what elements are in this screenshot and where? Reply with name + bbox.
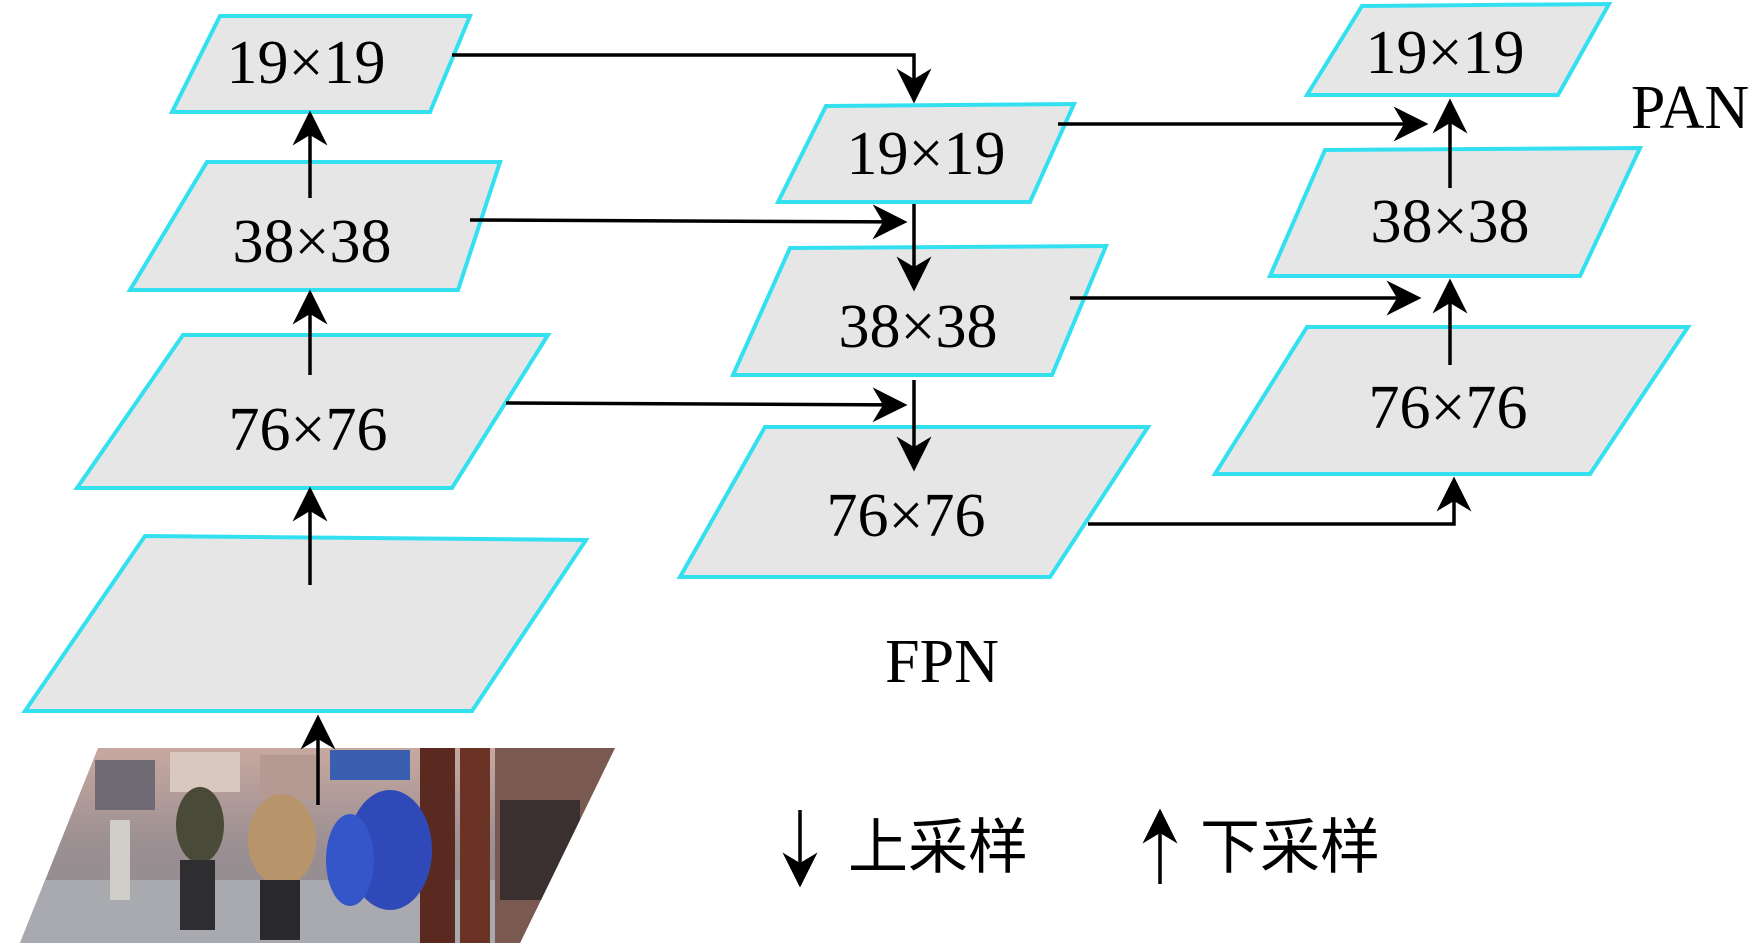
backbone-box-38 [126,160,503,292]
backbone-column: 19×19 38×38 76×76 [21,14,590,805]
fpn-title: FPN [885,628,999,696]
backbone-label-76: 76×76 [229,396,388,464]
connector-arrow [1088,476,1472,526]
pan-box-76 [1211,325,1692,476]
fpn-label-19: 19×19 [847,120,1006,188]
input-image [20,748,615,943]
pan-label-38: 38×38 [1371,188,1530,256]
lateral-connections [452,53,1472,526]
pan-label-19: 19×19 [1366,19,1525,87]
fpn-box-76 [676,425,1152,579]
connector-arrow [469,204,908,240]
backbone-label-19: 19×19 [227,29,386,97]
legend: 上采样 下采样 [782,808,1380,888]
pan-title: PAN [1631,74,1749,142]
fpn-column: 19×19 38×38 76×76 FPN [676,101,1152,696]
pan-box-19 [1303,1,1613,97]
connector-arrow [452,53,932,104]
backbone-label-38: 38×38 [233,208,392,276]
legend-up-label: 下采样 [1200,813,1380,883]
pan-column: 19×19 38×38 76×76 PAN [1211,1,1749,476]
pan-label-76: 76×76 [1369,374,1528,442]
connector-arrow [505,387,908,423]
fpn-label-38: 38×38 [839,293,998,361]
fpn-box-19 [774,101,1078,204]
fpn-label-76: 76×76 [827,482,986,550]
backbone-box-76 [73,333,552,490]
pan-box-38 [1266,145,1644,278]
legend-down-label: 上采样 [848,813,1028,883]
fpn-box-38 [729,243,1110,377]
backbone-box-19 [168,14,473,114]
backbone-box-input [21,533,590,713]
